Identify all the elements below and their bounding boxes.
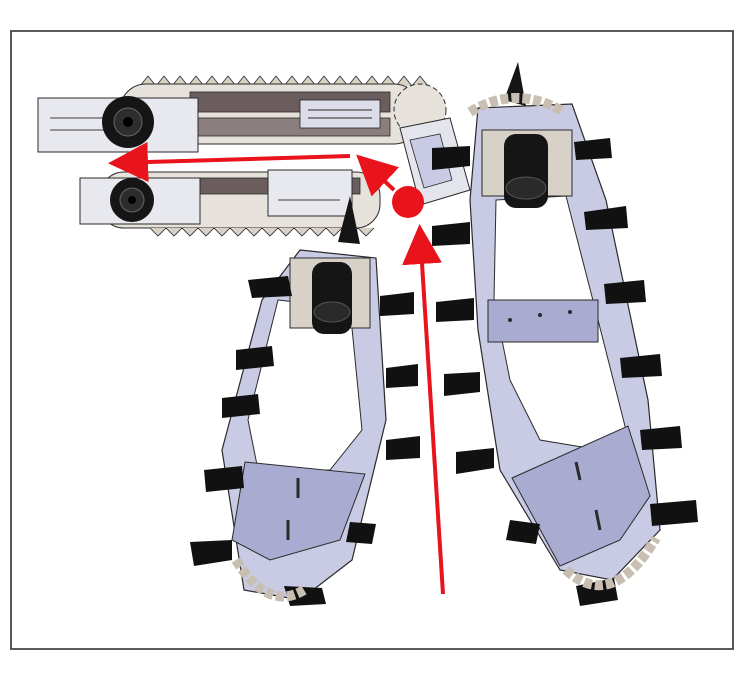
arrow-upward bbox=[402, 224, 445, 595]
left-flipper-grousers bbox=[190, 276, 420, 606]
right-flipper-chain bbox=[467, 93, 567, 117]
left-flipper bbox=[190, 196, 420, 606]
left-flipper-tip bbox=[338, 196, 360, 244]
lower-plate bbox=[267, 169, 353, 217]
folded-track-lower bbox=[79, 169, 381, 237]
motion-annotations bbox=[108, 142, 445, 595]
left-flipper-hub bbox=[312, 262, 352, 334]
right-flipper-plate bbox=[511, 425, 651, 567]
left-flipper-plate bbox=[231, 461, 366, 561]
right-flipper-crossbar bbox=[487, 299, 599, 343]
arrow-leftward bbox=[108, 142, 351, 183]
upper-slot-plate bbox=[299, 99, 381, 129]
left-flipper-chain bbox=[231, 557, 307, 602]
right-flipper bbox=[432, 62, 698, 606]
arrow-diagonal bbox=[356, 154, 400, 197]
folded-track-upper bbox=[37, 75, 447, 153]
pivot-dot bbox=[392, 186, 424, 218]
right-flipper-tip bbox=[504, 62, 526, 106]
